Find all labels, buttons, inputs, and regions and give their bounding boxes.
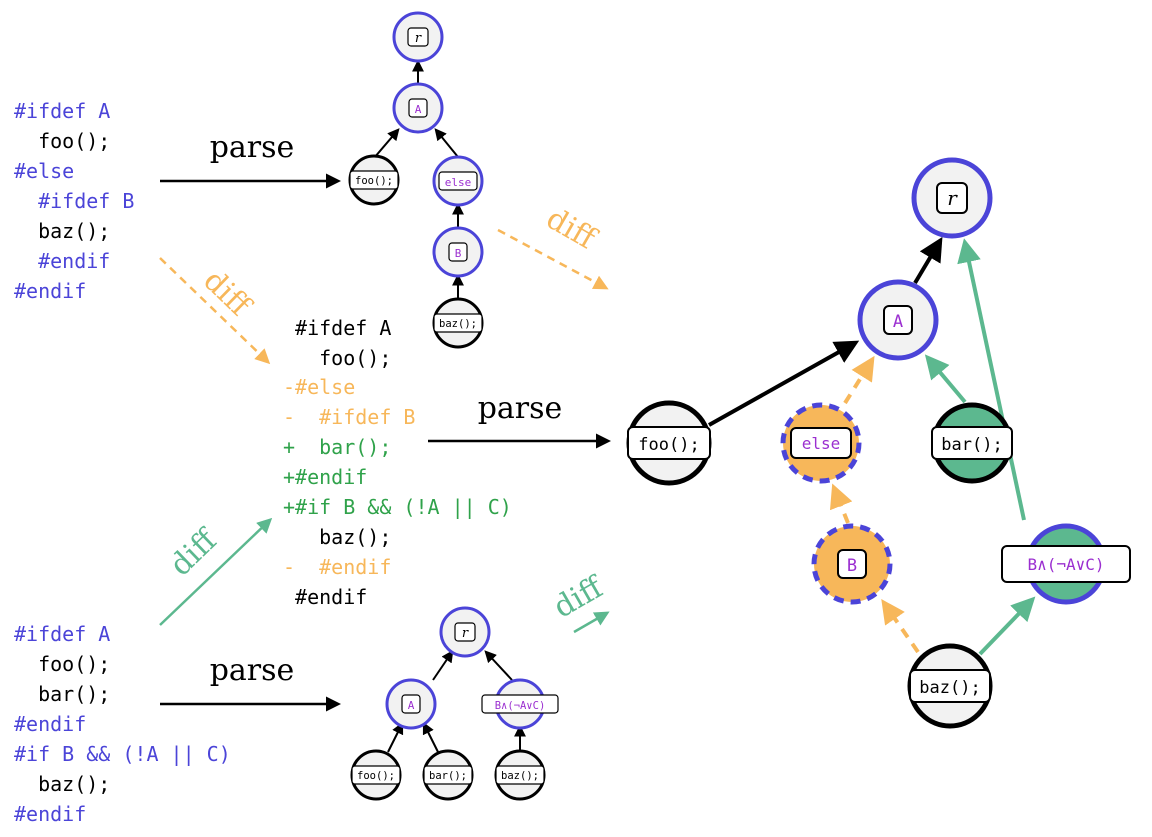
parse-arrow-bottom: parse — [160, 653, 341, 712]
code-diff-line: -#else — [283, 375, 355, 399]
edge-b-else — [829, 483, 853, 524]
diff-arrow-tree-after: diff — [548, 569, 611, 634]
diff-arrow-tree-before: diff — [497, 201, 609, 290]
code-before-line: #ifdef B — [14, 189, 134, 213]
tree-before-a-node: A — [392, 82, 444, 134]
svg-text:A: A — [415, 103, 422, 116]
parse-arrow-middle: parse — [428, 391, 611, 449]
edge-baz-b — [881, 599, 920, 654]
parse-label: parse — [210, 653, 295, 688]
code-diff-line: +#if B && (!A || C) — [283, 495, 512, 519]
code-before-line: foo(); — [14, 129, 110, 153]
diff-tree-a-node: A — [857, 279, 939, 361]
code-diff-line: - #endif — [283, 555, 391, 579]
edge-bar-a — [924, 354, 967, 404]
svg-text:foo();: foo(); — [357, 770, 395, 782]
tree-after-a-node: A — [385, 678, 437, 730]
svg-text:r: r — [947, 186, 958, 210]
svg-text:B: B — [847, 556, 857, 576]
svg-text:bar();: bar(); — [941, 435, 1002, 455]
svg-text:B∧(¬A∨C): B∧(¬A∨C) — [1027, 555, 1104, 574]
code-before-line: #endif — [14, 249, 110, 273]
code-after-line: baz(); — [14, 772, 110, 796]
tree-after-baz-node: baz(); — [494, 749, 546, 801]
tree-before-foo-node: foo(); — [348, 154, 400, 206]
svg-text:else: else — [445, 176, 472, 189]
diff-tree: r A foo(); else bar(); B — [626, 157, 1131, 729]
code-diff-line: #endif — [283, 585, 367, 609]
diff-tree-else-node: else — [780, 402, 862, 484]
svg-text:bar();: bar(); — [429, 770, 467, 782]
svg-text:r: r — [462, 626, 469, 641]
edge-else-a — [843, 355, 875, 405]
tree-before-b-node: B — [432, 226, 484, 278]
diff-label: diff — [540, 201, 603, 258]
parse-arrow-top: parse — [160, 130, 341, 189]
diff-tree-root-node: r — [911, 157, 993, 239]
code-after-line: bar(); — [14, 682, 110, 706]
code-after-line: foo(); — [14, 652, 110, 676]
tree-before-else-node: else — [432, 155, 484, 207]
svg-text:baz();: baz(); — [501, 770, 539, 782]
edge-foo-a — [708, 340, 860, 427]
tree-after: r A B∧(¬A∨C) foo(); bar(); baz(); — [350, 606, 559, 801]
svg-text:A: A — [893, 312, 903, 332]
code-after: #ifdef A foo(); bar(); #endif #if B && (… — [14, 622, 231, 826]
svg-text:B∧(¬A∨C): B∧(¬A∨C) — [495, 700, 546, 712]
code-after-line: #if B && (!A || C) — [14, 742, 231, 766]
svg-text:A: A — [408, 699, 415, 712]
tree-after-cond-node: B∧(¬A∨C) — [481, 678, 559, 730]
svg-text:baz();: baz(); — [439, 318, 477, 330]
code-diff-line: +#endif — [283, 465, 367, 489]
diff-tree-cond-node: B∧(¬A∨C) — [1001, 523, 1131, 605]
code-diff: #ifdef A foo(); -#else - #ifdef B + bar(… — [283, 316, 512, 609]
diff-tree-foo-node: foo(); — [626, 400, 712, 486]
diff-tree-bar-node: bar(); — [931, 402, 1013, 484]
edge-cond-root — [957, 238, 1026, 521]
code-diff-line: baz(); — [283, 525, 391, 549]
edge-a-root — [913, 236, 943, 285]
code-after-line: #ifdef A — [14, 622, 110, 646]
diff-label: diff — [163, 521, 225, 583]
code-before-line: #else — [14, 159, 74, 183]
edge-baz-cond — [978, 596, 1036, 656]
code-before-line: #ifdef A — [14, 99, 110, 123]
code-before: #ifdef A foo(); #else #ifdef B baz(); #e… — [14, 99, 134, 303]
svg-text:r: r — [415, 31, 422, 46]
code-before-line: #endif — [14, 279, 86, 303]
diff-arrow-code-before: diff — [159, 257, 271, 365]
diff-label: diff — [196, 263, 258, 325]
tree-after-bar-node: bar(); — [422, 749, 474, 801]
svg-text:baz();: baz(); — [919, 678, 980, 698]
tree-before-baz-node: baz(); — [432, 297, 484, 349]
tree-before-root-node: r — [392, 11, 444, 63]
code-diff-line: #ifdef A — [283, 316, 391, 340]
code-diff-line: - #ifdef B — [283, 405, 415, 429]
diff-tree-baz-node: baz(); — [907, 643, 993, 729]
diff-arrow-code-after: diff — [159, 517, 273, 626]
code-before-line: baz(); — [14, 219, 110, 243]
tree-before: r A foo(); else B baz(); — [348, 11, 484, 349]
parse-label: parse — [210, 130, 295, 165]
code-diff-line: + bar(); — [283, 435, 391, 459]
code-diff-line: foo(); — [283, 346, 391, 370]
svg-text:B: B — [455, 247, 462, 260]
svg-text:foo();: foo(); — [355, 175, 393, 187]
tree-after-foo-node: foo(); — [350, 749, 402, 801]
diff-tree-b-node: B — [811, 523, 893, 605]
svg-text:foo();: foo(); — [638, 435, 699, 455]
tree-after-root-node: r — [439, 606, 491, 658]
svg-text:else: else — [802, 434, 841, 453]
code-after-line: #endif — [14, 712, 86, 736]
code-after-line: #endif — [14, 802, 86, 826]
parse-label: parse — [478, 391, 563, 426]
